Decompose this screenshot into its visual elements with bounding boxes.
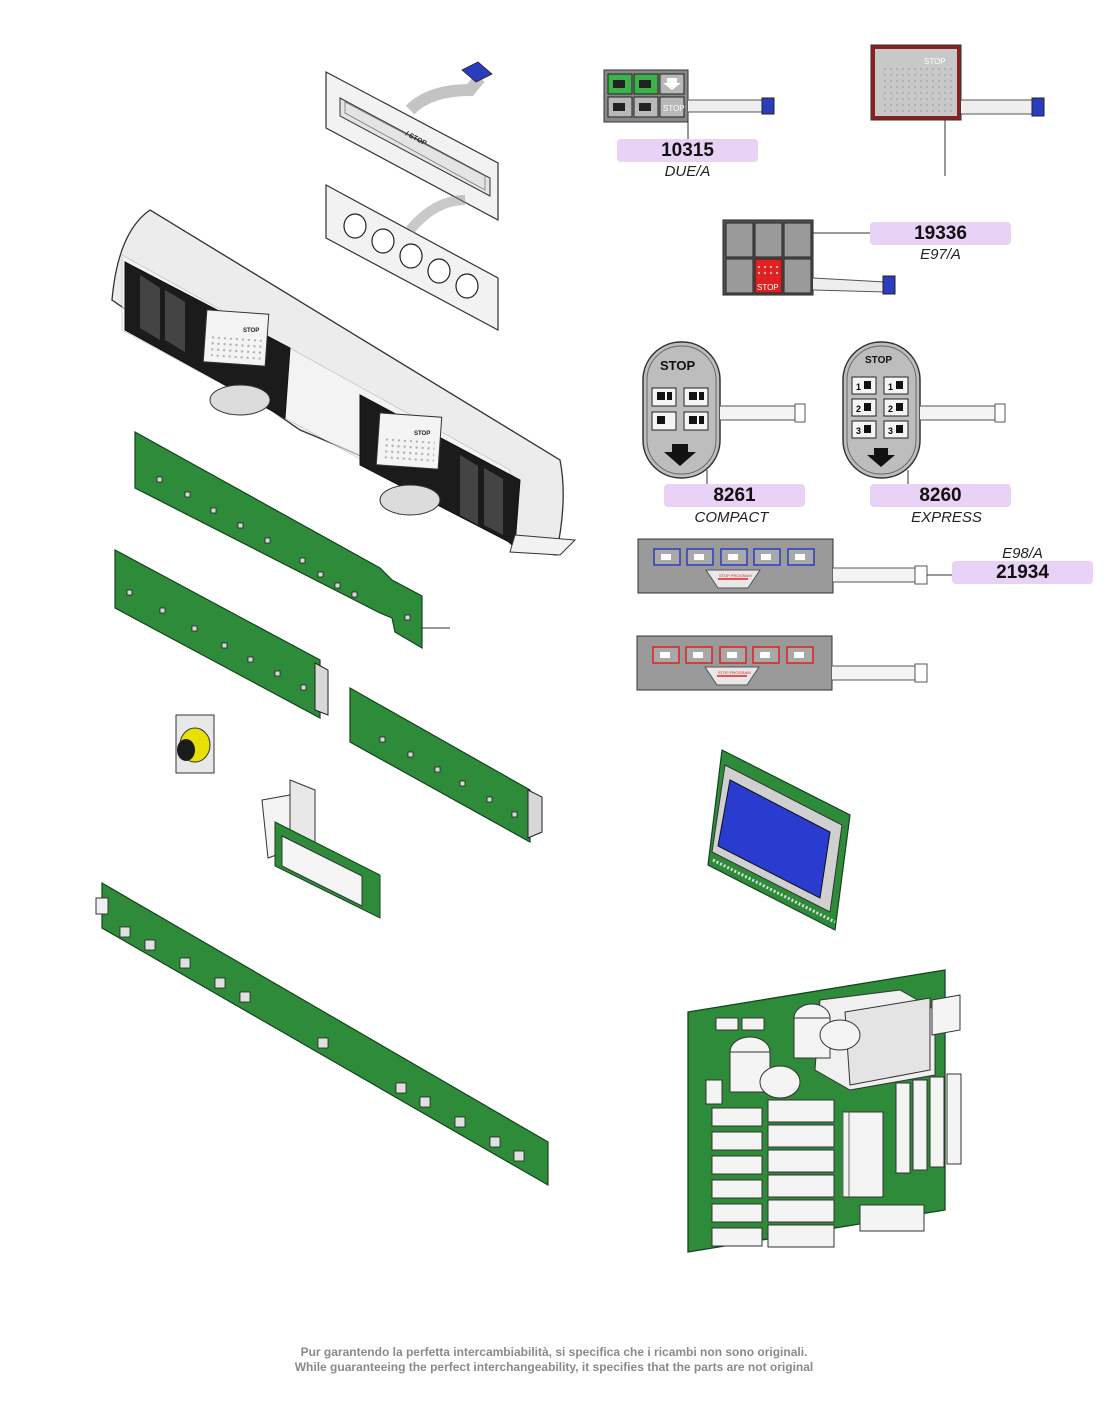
keypad-8260: STOP 1 1 2 2 3 3 <box>842 341 1006 486</box>
pcb-board-2 <box>114 548 329 720</box>
keypad-strip-red: STOP PROGRAM <box>636 635 928 691</box>
part-name-21934: E98/A <box>1002 545 1043 562</box>
lcd-display-module <box>707 749 851 931</box>
express-num-1a: 1 <box>856 382 861 392</box>
keypad-19336-stop: STOP <box>757 283 779 292</box>
keypad-square-top-right: STOP <box>870 44 1045 176</box>
part-code-10315: 10315 <box>617 139 758 162</box>
keypad-8261: STOP <box>642 341 806 486</box>
part-name-8261: COMPACT <box>694 509 769 526</box>
strip-21934-stop: STOP PROGRAM <box>719 573 752 578</box>
pcb-long-strip <box>95 881 549 1187</box>
express-num-1b: 1 <box>888 382 893 392</box>
strip-red-stop: STOP PROGRAM <box>718 670 751 675</box>
part-code-8260: 8260 <box>870 484 1011 507</box>
rotary-switch <box>175 714 215 774</box>
part-code-19336: 19336 <box>870 222 1011 245</box>
pcb-board-3 <box>349 686 543 844</box>
express-num-2b: 2 <box>888 404 893 414</box>
keypad-8260-stop: STOP <box>865 355 892 366</box>
membrane-five-button <box>325 183 499 332</box>
front-panel-assembly: STOP STOP <box>111 209 577 556</box>
main-control-pcb <box>687 969 962 1253</box>
keypad-19336: STOP <box>722 219 896 296</box>
panel-stop-text-left: STOP <box>243 328 259 334</box>
membrane-strip-top: / STOP <box>325 61 499 222</box>
disclaimer-italian: Pur garantendo la perfetta intercambiabi… <box>300 1345 808 1359</box>
express-num-2a: 2 <box>856 404 861 414</box>
keypad-10315: STOP <box>603 69 775 139</box>
small-display-module <box>261 779 381 919</box>
disclaimer-english: While guaranteeing the perfect interchan… <box>294 1360 814 1374</box>
keypad-strip-21934: STOP PROGRAM <box>637 538 952 594</box>
express-num-3b: 3 <box>888 426 893 436</box>
keypad-10315-stop: STOP <box>663 104 685 113</box>
part-code-21934: 21934 <box>952 561 1093 584</box>
keypad-8261-stop: STOP <box>660 358 695 373</box>
part-name-8260: EXPRESS <box>911 509 982 526</box>
panel-stop-text-right: STOP <box>414 431 430 437</box>
pcb-board-1 <box>134 430 450 650</box>
part-name-10315: DUE/A <box>664 163 711 180</box>
part-name-19336: E97/A <box>920 246 961 263</box>
keypad-square-stop: STOP <box>924 57 946 66</box>
express-num-3a: 3 <box>856 426 861 436</box>
part-code-8261: 8261 <box>664 484 805 507</box>
